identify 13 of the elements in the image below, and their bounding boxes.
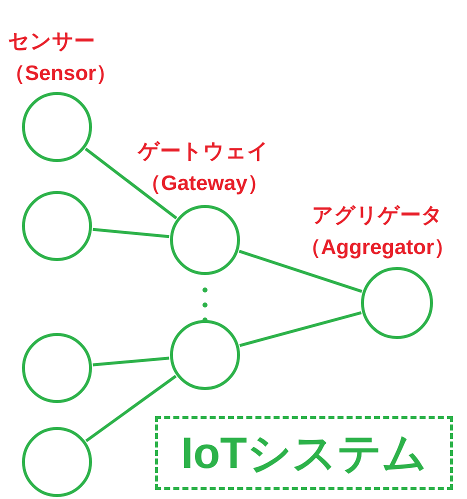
system-box: IoTシステム [155,416,453,490]
role-label: アグリゲータ [312,204,443,228]
role-label-english: （Gateway） [140,172,268,196]
connector-line [85,374,177,442]
connector-line [84,148,178,220]
role-label: ゲートウェイ [138,140,269,164]
role-label-english: （Aggregator） [300,236,456,260]
connector-line [92,228,170,238]
role-label-english: （Sensor） [4,62,118,86]
role-label: センサー [8,30,95,54]
connector-line [92,356,170,366]
connector-line [238,250,362,293]
connector-line [239,311,362,348]
